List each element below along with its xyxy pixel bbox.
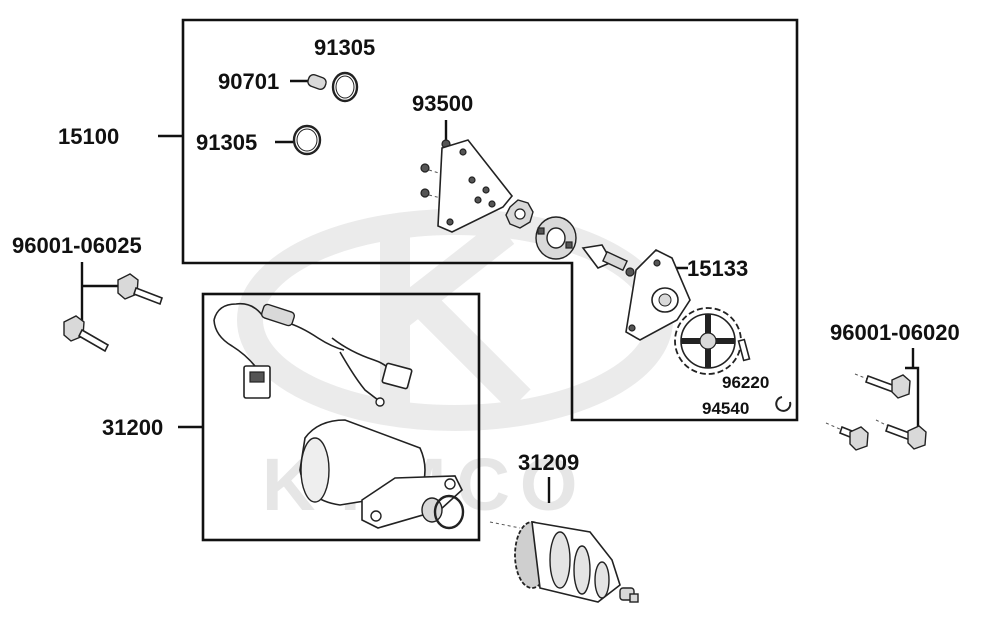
label-91305-top: 91305	[314, 35, 375, 60]
idler-gear-small	[505, 199, 534, 229]
label-90701: 90701	[218, 69, 279, 94]
bolt-96001-06025-upper	[117, 273, 164, 306]
label-94540: 94540	[702, 399, 749, 418]
sprocket-15133	[674, 307, 742, 375]
label-96220: 96220	[722, 373, 769, 392]
bolt-96001-06020-upper	[854, 373, 911, 399]
starter-motor-31200	[299, 419, 465, 530]
label-15133: 15133	[687, 256, 748, 281]
bracket-plate-left	[437, 139, 514, 233]
starter-drive-31209	[489, 521, 639, 603]
label-91305-bottom: 91305	[196, 130, 257, 155]
screws-93500	[420, 139, 463, 199]
clip-94540	[775, 396, 792, 412]
label-96001-06025: 96001-06025	[12, 233, 142, 258]
label-31209: 31209	[518, 450, 579, 475]
wire-harness	[213, 302, 413, 407]
key-96220	[737, 338, 751, 362]
o-ring-91305-top	[331, 71, 359, 103]
assembly-frame-15100	[181, 18, 799, 422]
pin-90701	[307, 73, 327, 91]
bolt-96001-06020-lower	[825, 419, 927, 451]
assembly-frame-31200	[201, 292, 481, 542]
starter-shaft	[581, 244, 635, 277]
bracket-plate-right	[625, 249, 691, 341]
label-93500: 93500	[412, 91, 473, 116]
label-31200: 31200	[102, 415, 163, 440]
label-15100: 15100	[58, 124, 119, 149]
o-ring-91305-bottom	[292, 124, 322, 156]
label-96001-06020: 96001-06020	[830, 320, 960, 345]
idler-gear-mid	[535, 216, 577, 260]
bolt-96001-06025-lower	[63, 315, 110, 353]
